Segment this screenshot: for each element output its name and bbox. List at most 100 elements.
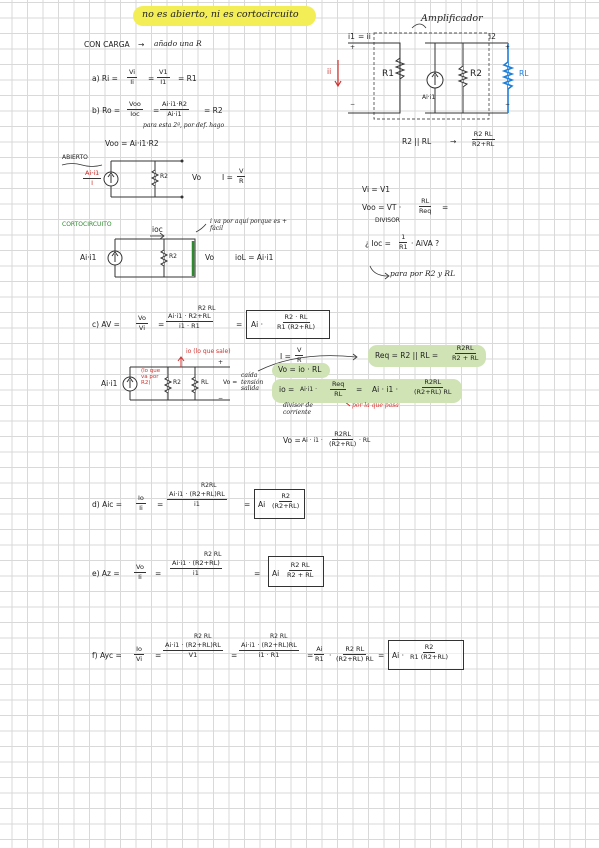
green-eq: = [356, 385, 363, 394]
part-f-f1-den: Vi [136, 655, 143, 664]
part-c-f1-num: Vo [136, 314, 148, 325]
part-f-boxed-den: R1 (R2+RL) [410, 653, 449, 662]
top-note: no es abierto, ni es cortocircuito [142, 9, 299, 20]
circuit-c-io-note: io (lo que sale) [186, 348, 231, 355]
amp-rl-label: RL [519, 69, 529, 78]
part-c-f2-top: R2 RL [198, 305, 216, 312]
green-io-mid: Ai·i1 · [300, 386, 317, 393]
abierto-src-num: Ai·i1 [83, 169, 102, 180]
green-i-frac: V R [295, 346, 304, 365]
part-d-label: d) Aic = [92, 500, 123, 509]
part-b-f1-num: Voo [127, 100, 143, 111]
green-io-highlight [272, 379, 462, 403]
part-e-boxed-pre: Ai [272, 569, 280, 578]
part-f-result-box [388, 640, 464, 670]
part-c-eq: = [158, 320, 165, 329]
part-b-label: b) Ro = [92, 106, 121, 115]
part-f-frac4: Ai R1 [313, 645, 326, 664]
part-f-eq4: = [378, 651, 385, 660]
corto-title: CORTOCIRCUITO [62, 221, 112, 228]
green-i-den: R [297, 356, 302, 365]
circuit-c-plus: + [218, 359, 224, 366]
part-e-boxed-den: R2 + RL [287, 571, 314, 580]
part-d-f1-num: Io [136, 494, 146, 505]
part-f-f4-den: R1 [315, 655, 324, 664]
part-e-f1-den: Ii [138, 573, 142, 582]
part-a-frac1: Vi Ii [127, 68, 138, 86]
right-ioc-frac: 1 R1 [397, 233, 410, 251]
abierto-src-den: I [91, 179, 94, 188]
part-b-f2-den: Ai·i1 [167, 110, 182, 119]
part-b-f2-num: Ai·i1·R2 [160, 100, 189, 111]
abierto-eq-num: V [237, 167, 246, 178]
green-res-frac: R2RL (R2+RL) RL [412, 378, 454, 397]
corto-note: i va por aquí porque es + fácil [210, 218, 288, 232]
green-req: Req = R2 || RL = [375, 351, 439, 360]
right-divisor: DIVISOR [375, 217, 400, 224]
abierto-title: ABIERTO [62, 154, 88, 161]
part-f-f2-den: V1 [188, 651, 198, 660]
part-d-f2-den: i1 [193, 500, 200, 509]
part-c-f2-mid: R2+RL [188, 312, 211, 320]
green-req-highlight [368, 345, 486, 367]
part-d-f1-den: Ii [139, 504, 143, 513]
part-f-boxed-pre: Ai · [392, 651, 404, 660]
part-c-boxed-pre: Ai · [251, 320, 263, 329]
part-b-note: para esta 2ª, por def. hago [143, 122, 225, 129]
part-e-f1-num: Vo [134, 563, 146, 574]
right-ioc: ¿ Ioc = [365, 239, 391, 248]
right-voo-end: = [442, 203, 449, 212]
part-f-eq3: = [307, 651, 314, 660]
right-voo-frac: RL Req [417, 197, 433, 215]
green-vo2-num: R2RL [332, 430, 354, 441]
amp-i2: i2 [489, 32, 496, 41]
part-f-f3-top: R2 RL [270, 633, 288, 640]
right-para: para por R2 y RL [390, 269, 456, 278]
part-f-f4-num: Ai [314, 645, 325, 656]
part-f-frac5: R2 RL (R2+RL) RL [334, 645, 376, 663]
part-b-frac1: Voo Ioc [127, 100, 143, 118]
part-e-frac2: Ai·i1 · (R2+RL) i1 [170, 559, 222, 578]
abierto-r2: R2 [160, 173, 168, 180]
part-f-f5-num: R2 RL [343, 645, 367, 656]
part-a-label: a) Ri = [92, 74, 118, 83]
amplifier-title: Amplificador [421, 13, 483, 24]
circuit-c-lo-note: (lo que va por R2) [141, 368, 161, 387]
part-a-f1-num: Vi [127, 68, 138, 79]
part-c-boxed-den: R1 (R2+RL) [277, 323, 316, 332]
circuit-c-r2: R2 [173, 379, 181, 386]
part-f-f1-num: Io [134, 645, 145, 656]
part-b-result: = R2 [204, 106, 223, 115]
part-d-frac2: Ai·i1 · (R2+RL)RL i1 [167, 490, 227, 509]
amp-source-label: Ai·i1 [422, 94, 436, 101]
part-a-eq: = [148, 74, 155, 83]
part-e-f2-num: Ai·i1 · (R2+RL) [170, 559, 222, 570]
right-ioc-end: · AiVA ? [411, 239, 440, 248]
amp-minus-in: − [350, 101, 356, 108]
corto-ioc: ioc [152, 225, 163, 234]
part-e-boxed-num: R2 RL [288, 561, 312, 572]
green-vo2-den: (R2+RL) [329, 440, 357, 449]
circuit-c-caida: caída tensión salida [241, 372, 264, 393]
green-io: io = [279, 385, 295, 394]
part-e-f2-top: R2 RL [204, 551, 222, 558]
corto-result: ioL = Ai·i1 [235, 253, 274, 262]
green-i-num: V [295, 346, 304, 357]
part-a-f2-den: I1 [160, 78, 167, 87]
part-b-voo: Voo = Ai·i1·R2 [105, 139, 159, 148]
green-vo-highlight [272, 363, 330, 378]
part-e-result-box [268, 556, 324, 587]
green-res-den: (R2+RL) RL [414, 388, 452, 397]
part-d-frac1: Io Ii [136, 494, 146, 513]
part-e-boxed-frac: R2 RL R2 + RL [285, 561, 315, 580]
green-porla: por la que pasa [352, 402, 399, 409]
part-c-label: c) AV = [92, 320, 120, 329]
parallel-lhs: R2 || RL [402, 137, 432, 146]
green-io-den: RL [334, 390, 343, 399]
part-e-f2-den: i1 [192, 569, 199, 578]
right-voo: Voo = VT · [362, 203, 402, 212]
part-f-frac3: Ai·i1 · (R2+RL)RL i1 · R1 [239, 641, 299, 659]
abierto-eq: I = [222, 173, 233, 182]
parallel-frac: R2 RL R2+RL [470, 130, 496, 148]
